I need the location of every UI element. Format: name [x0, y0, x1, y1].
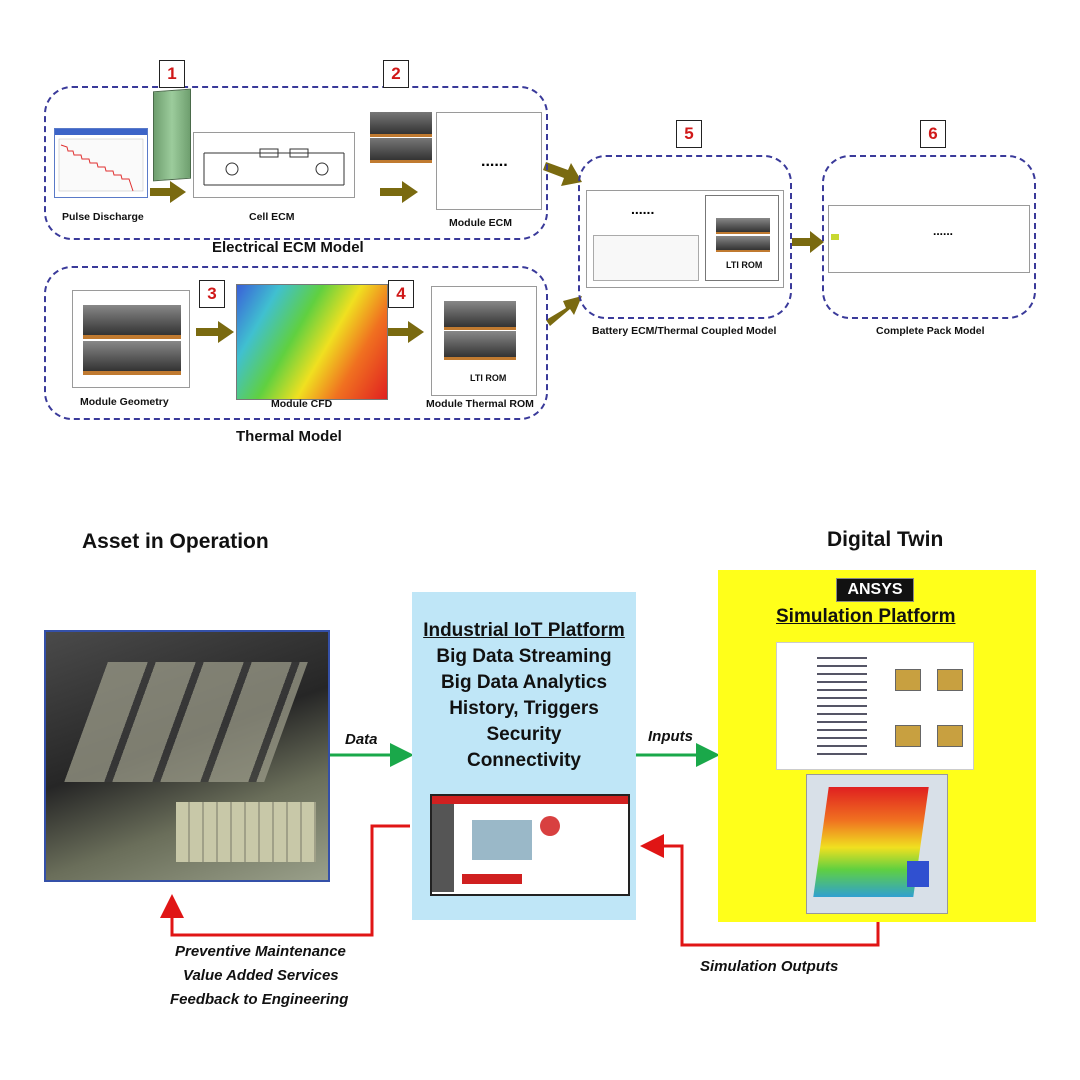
iot-line-security: Security: [486, 724, 562, 745]
simulation-output-arrow: [640, 834, 880, 947]
complete-pack-diagram: ......: [828, 205, 1030, 273]
caption-module-geometry: Module Geometry: [80, 396, 169, 408]
coupled-ellipsis: ......: [631, 201, 655, 217]
electrical-ecm-group: [44, 86, 548, 240]
step-badge-1: 1: [159, 60, 185, 88]
caption-module-cfd: Module CFD: [271, 398, 333, 410]
digital-twin-heading: Digital Twin: [827, 528, 944, 551]
caption-pulse-discharge: Pulse Discharge: [62, 211, 144, 223]
title-electrical-ecm: Electrical ECM Model: [212, 239, 364, 256]
data-flow-label: Data: [345, 731, 378, 748]
arrow-pulse-to-cell: [150, 181, 186, 203]
ansys-logo: ANSYS: [836, 578, 914, 602]
module-geometry-image: [72, 290, 190, 388]
arrow-coupled-to-pack: [792, 231, 824, 253]
thermal-model-group: [44, 266, 548, 420]
caption-coupled-model: Battery ECM/Thermal Coupled Model: [592, 325, 777, 337]
iot-line-connectivity: Connectivity: [466, 750, 582, 771]
complete-pack-group: [822, 155, 1036, 319]
feedback-arrow: [160, 824, 410, 937]
arrow-geom-to-cfd: [196, 321, 234, 343]
arrow-cell-to-module: [380, 181, 418, 203]
simulation-cfd-image: [806, 774, 948, 914]
coupled-model-diagram: ...... LTI ROM: [586, 190, 784, 288]
simulation-circuit-image: [776, 642, 974, 770]
step-badge-5: 5: [676, 120, 702, 148]
asset-heading: Asset in Operation: [82, 530, 269, 553]
cell-image: [153, 88, 191, 182]
iot-line-analytics: Big Data Analytics: [440, 672, 608, 693]
inputs-flow-label: Inputs: [648, 728, 693, 745]
title-thermal-model: Thermal Model: [236, 428, 342, 445]
iot-title: Industrial IoT Platform: [423, 620, 625, 641]
pulse-discharge-plot: [54, 128, 148, 198]
feedback-line-3: Feedback to Engineering: [170, 991, 349, 1008]
caption-cell-ecm: Cell ECM: [249, 211, 295, 223]
arrow-thermal-to-coupled: [546, 296, 582, 326]
caption-module-ecm: Module ECM: [449, 217, 512, 229]
step-badge-3: 3: [199, 280, 225, 308]
feedback-line-1: Preventive Maintenance: [175, 943, 346, 960]
lti-rom-thermal-label: LTI ROM: [470, 373, 507, 383]
iot-platform-panel: Industrial IoT Platform Big Data Streami…: [412, 592, 636, 920]
feedback-line-2: Value Added Services: [183, 967, 339, 984]
step-badge-2: 2: [383, 60, 409, 88]
arrow-cfd-to-rom: [388, 321, 424, 343]
coupled-model-group: [578, 155, 792, 319]
simulation-platform-title: Simulation Platform: [776, 606, 956, 627]
module-ecm-circuit: ......: [436, 112, 542, 210]
iot-dashboard-screenshot: [430, 794, 630, 896]
caption-complete-pack: Complete Pack Model: [876, 325, 985, 337]
digital-twin-panel: ANSYS Simulation Platform: [718, 570, 1036, 922]
module-cfd-image: [236, 284, 388, 400]
step-badge-6: 6: [920, 120, 946, 148]
pack-ellipsis: ......: [933, 224, 954, 238]
caption-module-thermal-rom: Module Thermal ROM: [426, 398, 534, 410]
module-ecm-ellipsis: ......: [481, 153, 508, 170]
module-thermal-rom-image: LTI ROM: [431, 286, 537, 396]
iot-line-streaming: Big Data Streaming: [436, 646, 612, 667]
arrow-ecm-to-coupled: [543, 162, 582, 186]
simulation-outputs-label: Simulation Outputs: [700, 958, 839, 975]
cell-ecm-circuit: [193, 132, 355, 198]
step-badge-4: 4: [388, 280, 414, 308]
iot-line-history: History, Triggers: [449, 698, 599, 719]
battery-photo: [44, 630, 330, 882]
lti-rom-coupled-label: LTI ROM: [726, 260, 763, 270]
module-image-ecm: [370, 112, 432, 163]
